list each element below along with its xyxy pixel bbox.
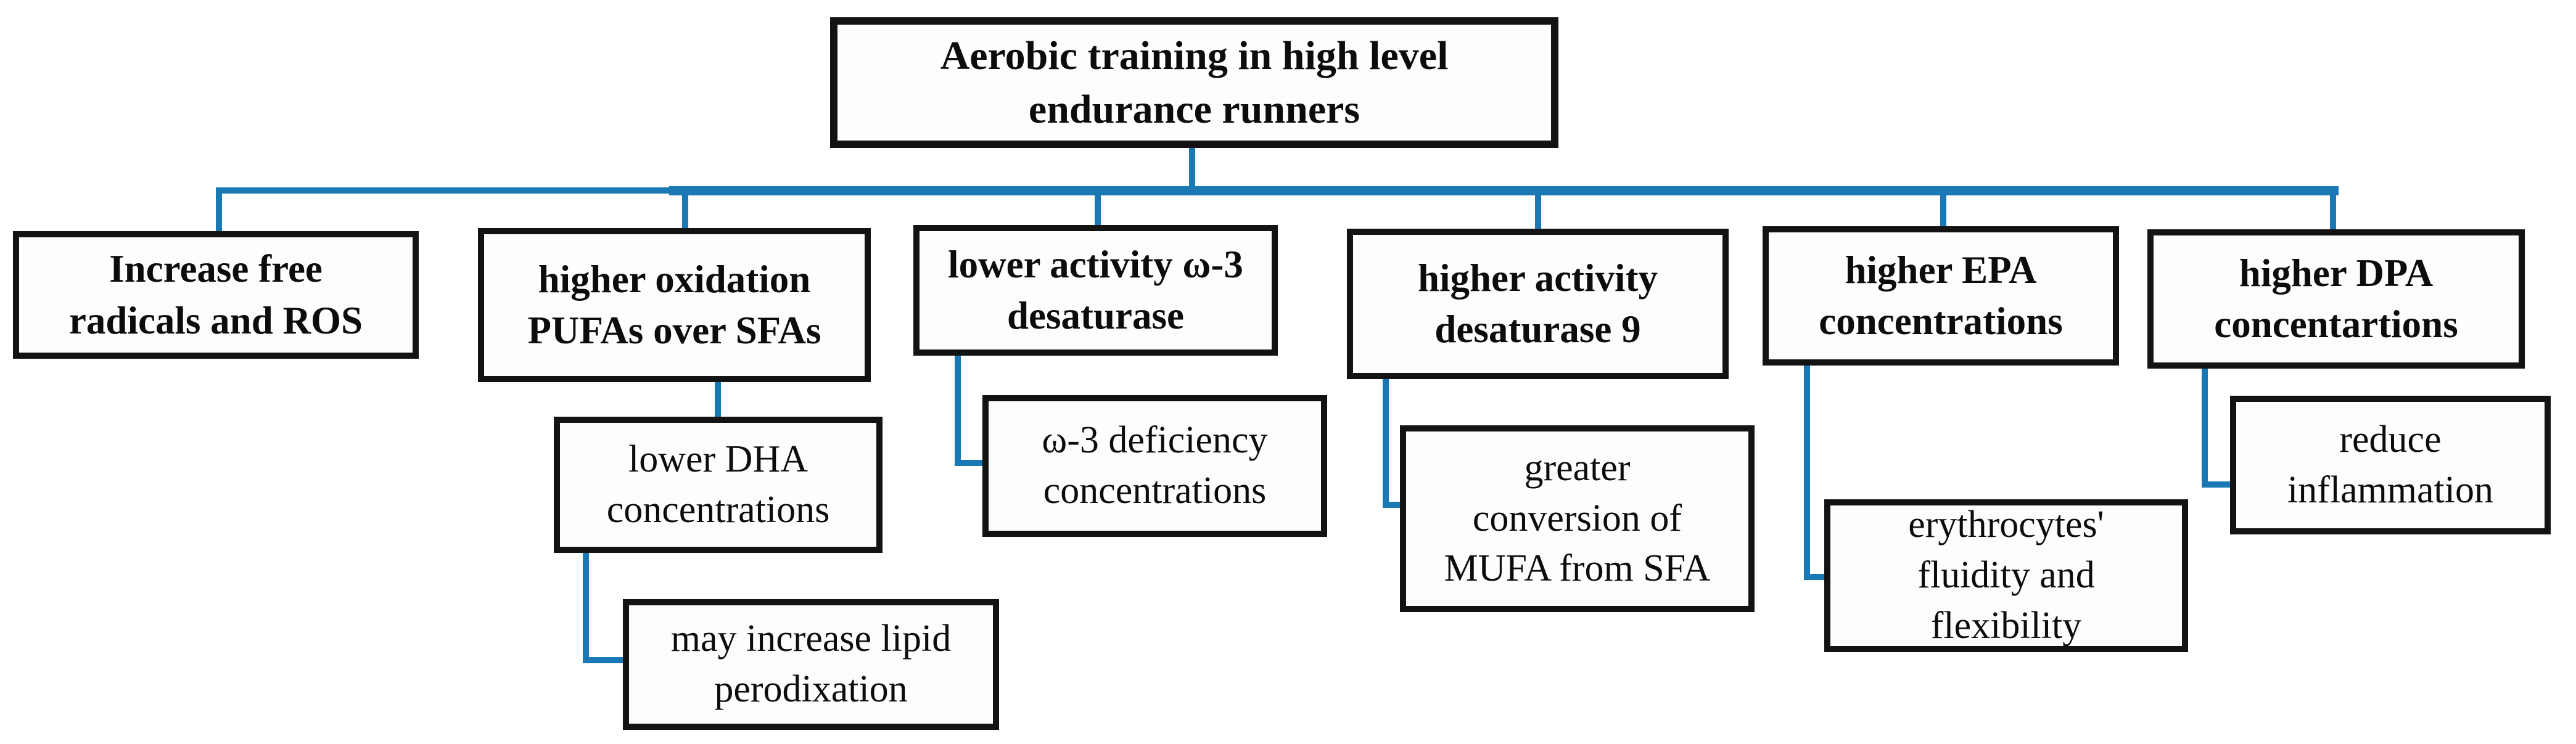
connector-lower-desaturase-omega-vertical: [955, 353, 961, 466]
connector-higher-desaturase-mufa-vertical: [1383, 376, 1389, 508]
node-erythrocytes-fluidity: erythrocytes' fluidity and flexibility: [1824, 499, 2188, 652]
connector-dpa-inflammation-vertical: [2202, 366, 2208, 488]
connector-epa-erythrocytes-horizontal: [1804, 574, 1830, 580]
connector-epa-erythrocytes-vertical: [1804, 362, 1810, 580]
node-reduce-inflammation: reduce inflammation: [2230, 396, 2551, 534]
connector-dha-lipid-horizontal: [583, 657, 629, 663]
connector-root-riser: [1189, 145, 1195, 191]
node-higher-oxidation-pufas: higher oxidation PUFAs over SFAs: [478, 228, 871, 382]
connector-drop-epa: [1940, 189, 1946, 229]
connector-dpa-inflammation-horizontal: [2202, 481, 2236, 488]
node-higher-epa-concentrations: higher EPA concentrations: [1763, 226, 2119, 366]
connector-oxidation-dha: [715, 379, 721, 420]
connector-rail-thick-segment: [669, 186, 2339, 195]
connector-drop-free-radicals: [216, 189, 222, 233]
connector-dha-lipid-vertical: [583, 550, 589, 663]
node-lower-dha-concentrations: lower DHA concentrations: [554, 417, 883, 553]
connector-lower-desaturase-omega-horizontal: [955, 460, 989, 466]
node-greater-conversion-mufa: greater conversion of MUFA from SFA: [1400, 425, 1755, 612]
connector-drop-higher-desaturase: [1535, 189, 1541, 232]
node-omega3-deficiency-concentrations: ω-3 deficiency concentrations: [982, 395, 1327, 537]
node-higher-activity-desaturase-9: higher activity desaturase 9: [1347, 229, 1729, 379]
connector-drop-lower-desaturase: [1095, 189, 1101, 228]
node-may-increase-lipid-peroxidation: may increase lipid perodixation: [623, 599, 999, 730]
node-higher-dpa-concentrations: higher DPA concentartions: [2147, 229, 2525, 369]
node-lower-activity-omega3-desaturase: lower activity ω-3 desaturase: [913, 225, 1278, 356]
connector-drop-oxidation: [682, 189, 688, 231]
node-aerobic-training: Aerobic training in high level endurance…: [830, 17, 1558, 148]
connector-higher-desaturase-mufa-horizontal: [1383, 502, 1406, 508]
connector-drop-dpa: [2330, 189, 2336, 232]
node-increase-free-radicals: Increase free radicals and ROS: [13, 231, 419, 359]
